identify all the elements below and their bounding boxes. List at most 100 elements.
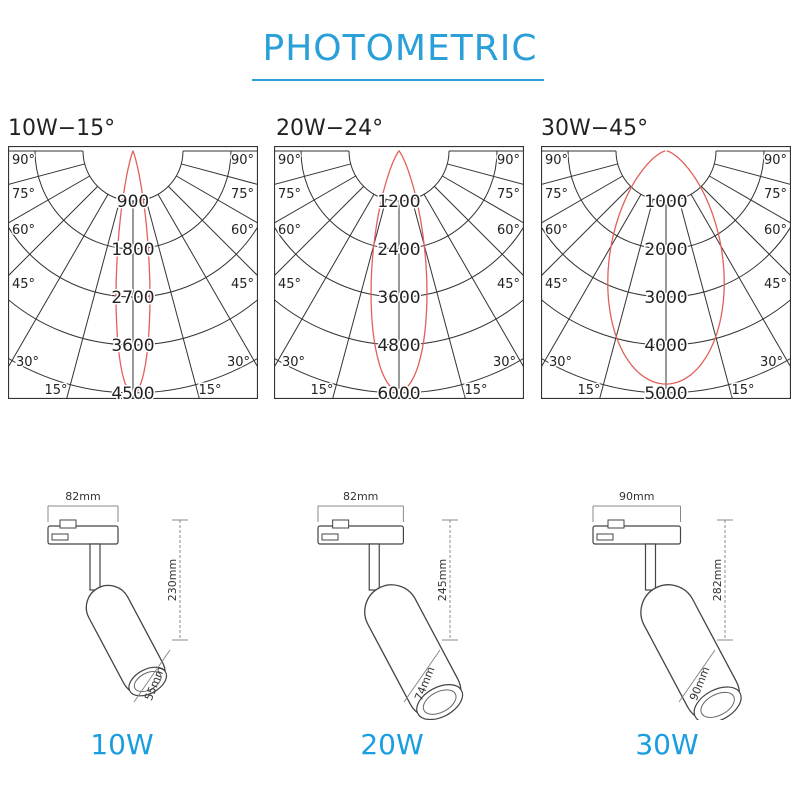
polar-radial-line (542, 186, 631, 276)
dim-line-diameter (678, 649, 716, 703)
polar-radial-line (275, 175, 356, 224)
dim-width-label: 82mm (343, 490, 378, 503)
ring-value-label: 1800 (111, 240, 154, 260)
ring-value-label: 3000 (644, 288, 687, 308)
angle-label: 60° (764, 223, 787, 238)
ring-value-label: 2700 (111, 288, 154, 308)
angle-label: 15° (577, 383, 600, 398)
angle-label: 15° (198, 383, 221, 398)
ring-value-label: 5000 (644, 384, 687, 399)
angle-label: 30° (282, 355, 305, 370)
polar-grid (275, 150, 523, 398)
angle-label: 15° (464, 383, 487, 398)
angle-label: 60° (278, 223, 301, 238)
stem (368, 543, 380, 591)
polar-radial-line (275, 186, 364, 276)
angle-label: 90° (278, 153, 301, 168)
angle-label: 60° (497, 223, 520, 238)
polar-radial-line (9, 194, 109, 367)
angle-label: 15° (731, 383, 754, 398)
polar-radial-line (66, 199, 121, 398)
angle-label: 60° (12, 223, 35, 238)
angle-label: 45° (12, 277, 35, 292)
polar-radial-line (157, 194, 257, 367)
polar-radial-line (9, 163, 85, 185)
panel-title-30w: 30W−45° (541, 116, 649, 141)
angle-label: 30° (227, 355, 250, 370)
ring-value-label: 2400 (377, 240, 420, 260)
dim-height-label: 245mm (436, 559, 449, 601)
fixture-body (364, 584, 464, 720)
polar-diagram-10w: 900180027003600450090°90°75°75°60°60°45°… (8, 146, 258, 399)
polar-diagram-30w: 1000200030004000500090°90°75°75°60°60°45… (541, 146, 791, 399)
polar-radial-line (447, 163, 523, 185)
stem (89, 543, 101, 591)
angle-label: 90° (231, 153, 254, 168)
angle-label: 75° (545, 187, 568, 202)
angle-label: 45° (497, 277, 520, 292)
polar-ring (348, 150, 450, 202)
polar-radial-line (176, 175, 257, 224)
polar-diagram-20w: 1200240036004800600090°90°75°75°60°60°45… (274, 146, 524, 399)
polar-radial-line (168, 186, 257, 276)
angle-label: 90° (764, 153, 787, 168)
polar-ring (615, 150, 717, 202)
polar-radial-line (181, 163, 257, 185)
polar-radial-line (678, 199, 733, 398)
polar-radial-line (714, 163, 790, 185)
adapter-clip (596, 533, 614, 541)
angle-label: 75° (764, 187, 787, 202)
stem (644, 543, 657, 591)
adapter-tab (332, 519, 350, 529)
ring-value-label: 4800 (377, 336, 420, 356)
ring-value-label: 3600 (377, 288, 420, 308)
dim-height-label: 282mm (711, 559, 724, 601)
polar-radial-line (599, 199, 654, 398)
beam-curve (115, 150, 151, 395)
polar-radial-line (9, 186, 98, 276)
polar-ring (82, 150, 184, 202)
adapter-clip (321, 533, 339, 541)
dim-width-label: 82mm (65, 490, 100, 503)
fixture-body (640, 584, 742, 720)
beam-curve (370, 150, 428, 392)
angle-label: 30° (493, 355, 516, 370)
track-adapter (317, 525, 405, 545)
polar-grid (9, 150, 257, 398)
polar-radial-line (332, 199, 387, 398)
angle-label: 75° (497, 187, 520, 202)
dim-height-label: 230mm (166, 559, 179, 601)
angle-label: 30° (760, 355, 783, 370)
angle-label: 75° (12, 187, 35, 202)
adapter-clip (51, 533, 69, 541)
beam-curve (607, 150, 725, 385)
polar-radial-line (275, 194, 375, 367)
angle-label: 15° (44, 383, 67, 398)
angle-label: 90° (497, 153, 520, 168)
polar-radial-line (542, 163, 618, 185)
angle-label: 60° (545, 223, 568, 238)
dim-width-label: 90mm (619, 490, 654, 503)
ring-value-label: 4500 (111, 384, 154, 399)
angle-label: 90° (12, 153, 35, 168)
angle-label: 30° (16, 355, 39, 370)
polar-radial-line (275, 163, 351, 185)
angle-label: 45° (545, 277, 568, 292)
polar-radial-line (434, 186, 523, 276)
ring-value-label: 4000 (644, 336, 687, 356)
polar-radial-line (423, 194, 523, 367)
angle-label: 45° (231, 277, 254, 292)
track-adapter (592, 525, 682, 545)
panel-title-10w: 10W−15° (8, 116, 116, 141)
watt-label-10w: 10W (90, 728, 154, 761)
angle-label: 30° (549, 355, 572, 370)
ring-value-label: 1200 (377, 192, 420, 212)
dim-line-diameter (403, 649, 441, 703)
ring-value-label: 2000 (644, 240, 687, 260)
ring-value-label: 900 (117, 192, 149, 212)
adapter-tab (607, 519, 625, 529)
